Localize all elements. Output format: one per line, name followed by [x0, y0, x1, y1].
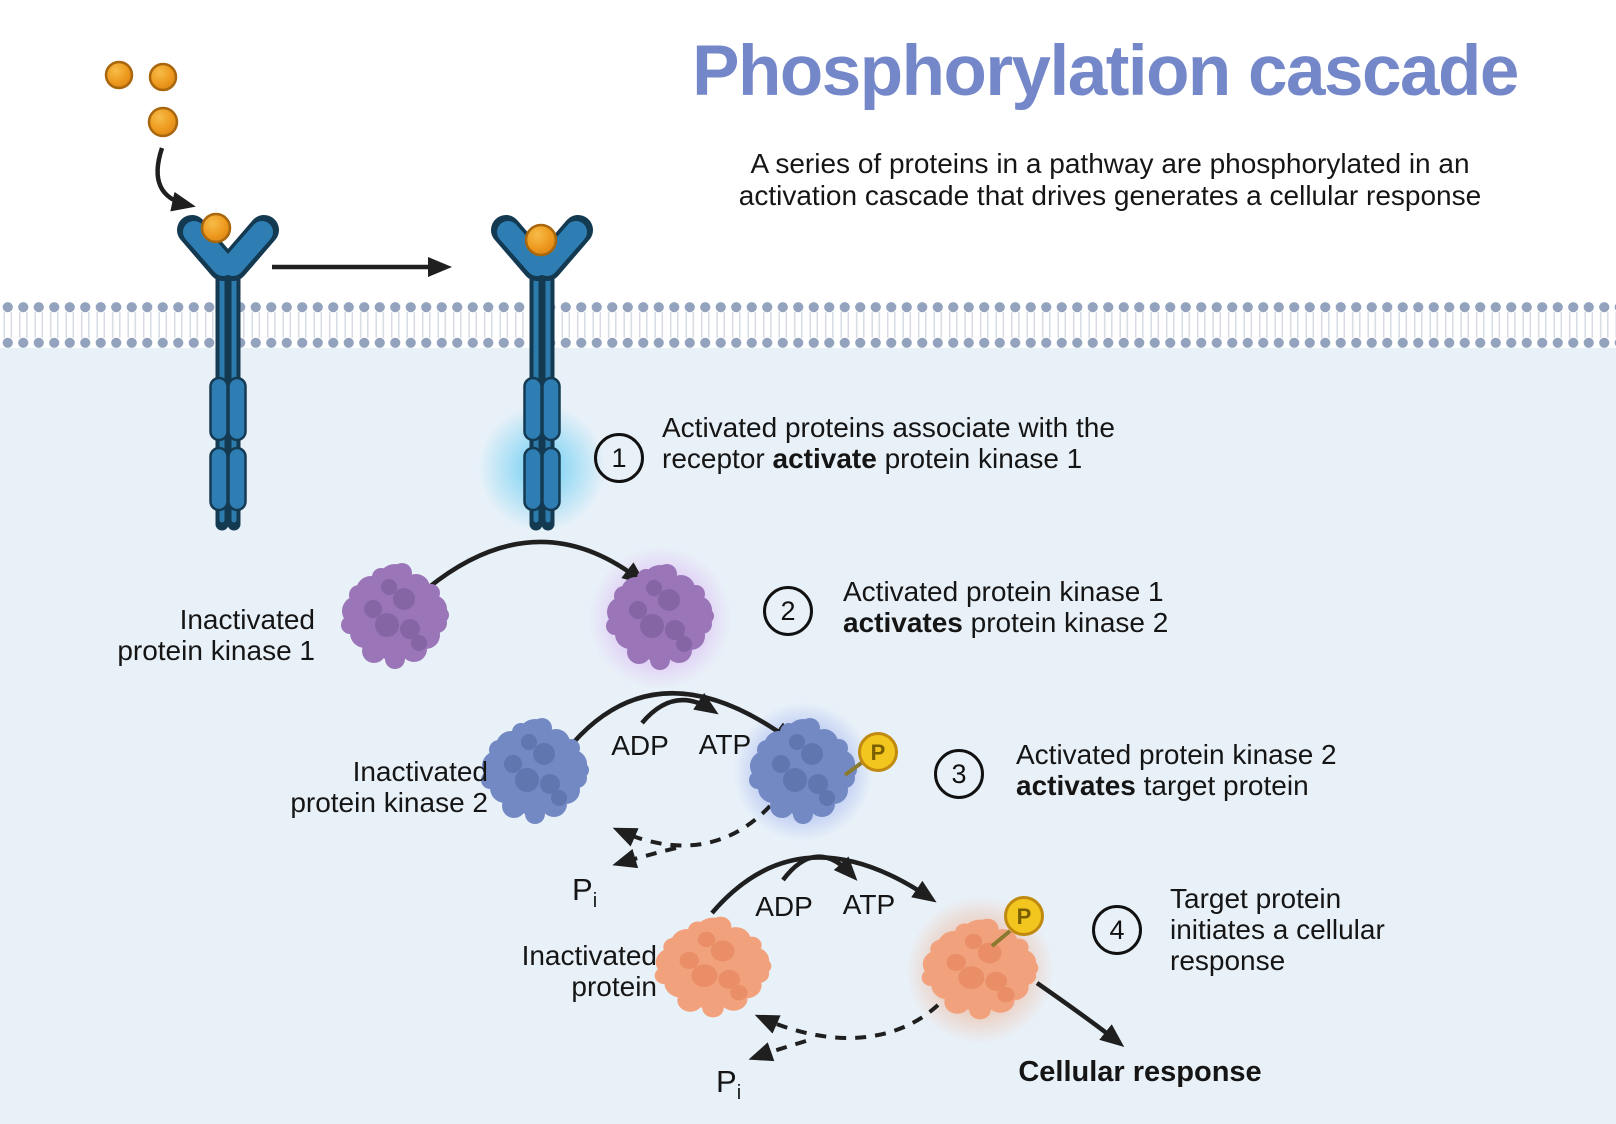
- atp-adp-arrow-1: [640, 692, 719, 725]
- subtitle: A series of proteins in a pathway are ph…: [665, 148, 1555, 213]
- adp-label-1: ADP: [611, 730, 669, 761]
- step-4-description: Target protein initiates a cellular resp…: [1170, 883, 1410, 976]
- cellular-response-arrow: [1035, 981, 1125, 1047]
- step-2-bold: activates: [843, 606, 963, 638]
- page-title: Phosphorylation cascade: [692, 32, 1519, 111]
- step-3-text: Activated protein kinase 2: [1016, 739, 1337, 770]
- phosphate-release-arrow-1: [612, 846, 677, 869]
- step-3-number: 3: [934, 749, 984, 799]
- free-ligand-2: [148, 62, 178, 92]
- phosphate-letter: P: [871, 740, 886, 765]
- step-3-bold: activates: [1016, 769, 1136, 801]
- pi-subscript: i: [736, 1082, 742, 1105]
- inorganic-phosphate-label-1: Pi: [572, 872, 597, 913]
- subtitle-line-2: activation cascade that drives generates…: [738, 180, 1482, 212]
- phosphate-badge-kinase2: P: [843, 732, 898, 777]
- step-4-number: 4: [1092, 905, 1142, 955]
- pi-symbol: P: [716, 1064, 737, 1099]
- phosphate-letter: P: [1017, 904, 1032, 929]
- bound-ligand-right: [524, 223, 558, 257]
- free-ligand-1: [104, 60, 134, 90]
- inorganic-phosphate-label-2: Pi: [716, 1064, 741, 1105]
- atp-label-2: ATP: [842, 889, 896, 920]
- step-2-description: Activated protein kinase 1 activates pro…: [843, 576, 1208, 639]
- phosphate-release-arrow-2: [748, 1039, 807, 1062]
- step-2-number: 2: [763, 586, 813, 636]
- dephosphorylation-arrows: [612, 804, 940, 1062]
- step-1-text-after: protein kinase 1: [876, 442, 1083, 474]
- cellular-response-label: Cellular response: [1018, 1056, 1262, 1088]
- kinase2-dephosphorylation-arrow: [612, 804, 772, 848]
- pi-subscript: i: [592, 890, 598, 913]
- free-ligand-3: [147, 106, 179, 138]
- atp-adp-arrow-2: [781, 854, 858, 882]
- target-dephosphorylation-arrow: [754, 1003, 940, 1040]
- step-1-description: Activated proteins associate with the re…: [662, 412, 1142, 475]
- step-2-text-after: protein kinase 2: [962, 606, 1169, 638]
- atp-label-1: ATP: [698, 729, 752, 760]
- phosphate-badge-target: P: [990, 896, 1044, 948]
- inactive-kinase2-label: Inactivated protein kinase 2: [290, 756, 488, 819]
- step-3-text-after: target protein: [1135, 769, 1309, 801]
- inactive-protein-label: Inactivated protein: [521, 940, 657, 1003]
- inactive-kinase1-label: Inactivated protein kinase 1: [117, 604, 315, 667]
- step-1-number: 1: [594, 433, 644, 483]
- step-1-bold: activate: [772, 442, 877, 474]
- step-1-text: Activated proteins associate with the re…: [662, 412, 1115, 474]
- step-3-description: Activated protein kinase 2 activates tar…: [1016, 739, 1356, 802]
- step-4-text: Target protein initiates a cellular resp…: [1170, 883, 1385, 976]
- pi-symbol: P: [572, 872, 593, 907]
- bound-ligand-left: [200, 212, 232, 244]
- cell-membrane: [0, 300, 1616, 350]
- ligand-molecules: [104, 60, 558, 257]
- ligand-binding-arrow: [155, 147, 196, 212]
- subtitle-line-1: A series of proteins in a pathway are ph…: [750, 148, 1470, 179]
- adp-label-2: ADP: [755, 891, 813, 922]
- pathway-arrows: [155, 147, 1125, 1047]
- kinase2-activation-arrow: [571, 691, 797, 745]
- step-2-text: Activated protein kinase 1: [843, 576, 1164, 607]
- kinase1-activation-arrow: [426, 539, 647, 590]
